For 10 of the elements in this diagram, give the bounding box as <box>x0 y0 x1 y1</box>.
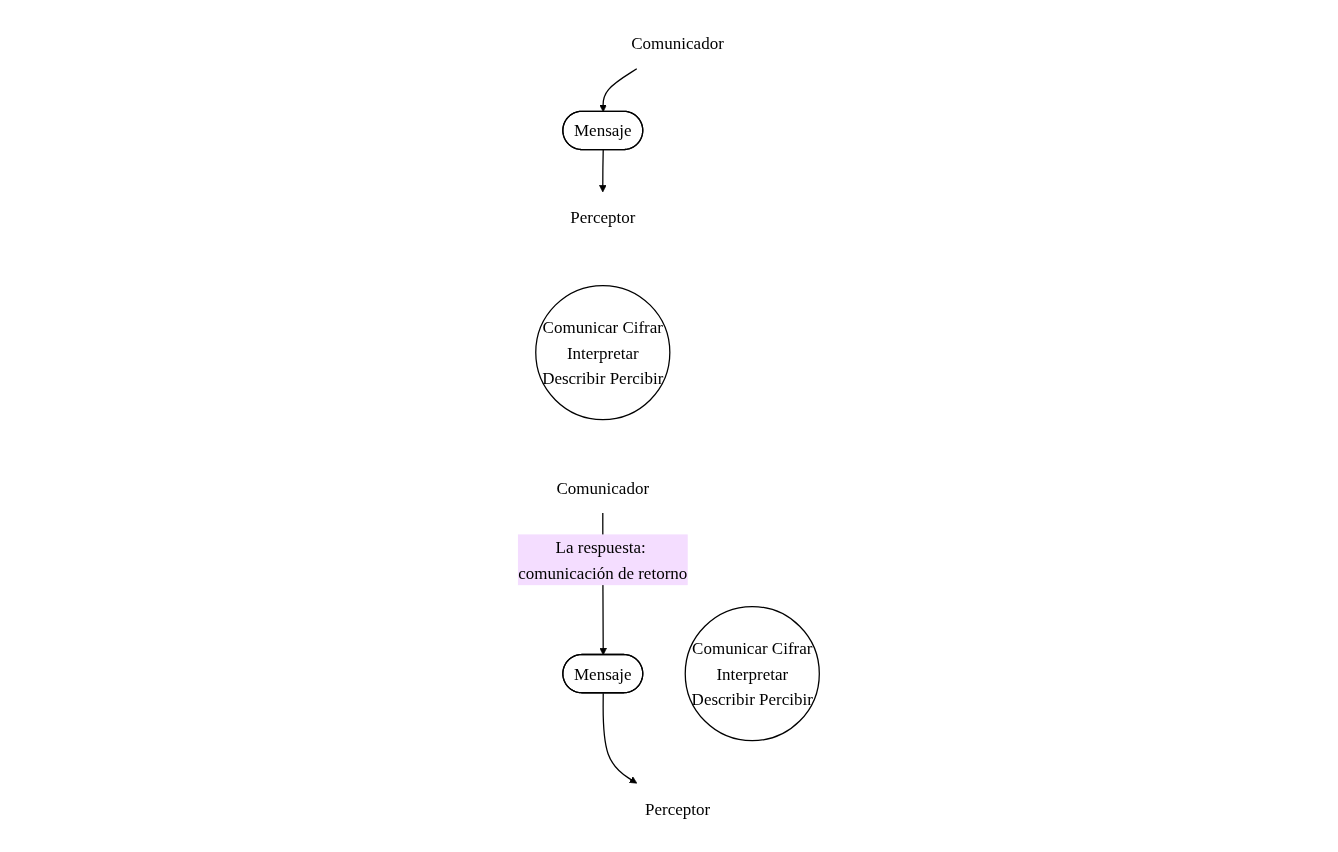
node-circle: Comunicar Cifrar Interpretar Describir Percibir <box>535 284 671 421</box>
node-text: Perceptor <box>570 208 636 227</box>
node-text: Comunicador <box>631 33 725 53</box>
edge-label: La respuesta: comunicación de retorno <box>518 537 688 582</box>
arrow <box>599 68 638 113</box>
arrow <box>599 149 607 193</box>
node-circle: Comunicar Cifrar Interpretar Describir Percibir <box>685 605 821 742</box>
node-text: Perceptor <box>645 799 711 819</box>
arrow <box>602 692 638 784</box>
node-text: Comunicador <box>556 478 650 497</box>
